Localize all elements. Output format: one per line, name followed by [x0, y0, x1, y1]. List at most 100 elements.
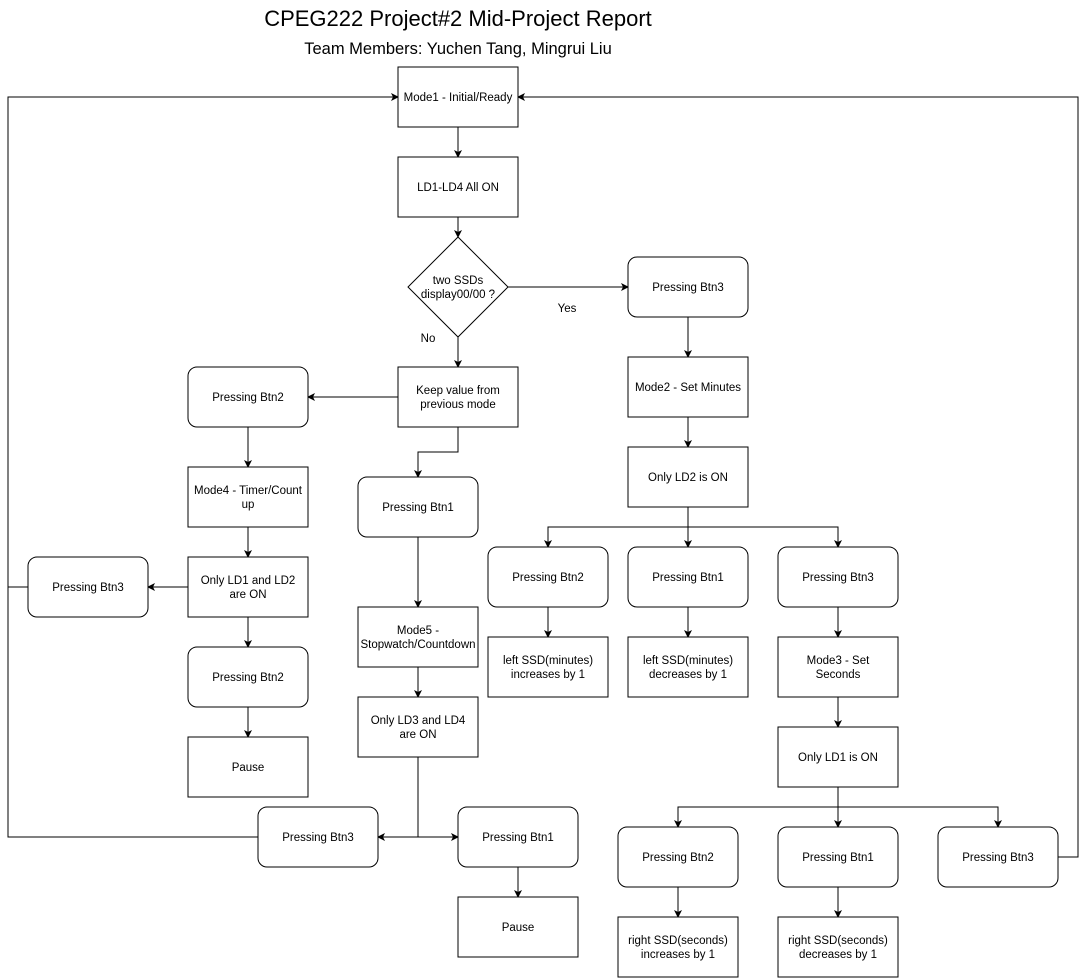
node-label: Pressing Btn3 — [282, 832, 354, 844]
node-press-btn2-e: Pressing Btn2 — [187, 646, 309, 708]
node-label: Pressing Btn2 — [642, 852, 714, 864]
node-label: Pressing Btn1 — [482, 832, 554, 844]
node-only-ld3-ld4: Only LD3 and LD4 are ON — [357, 696, 479, 758]
node-pause-a: Pause — [187, 736, 309, 798]
node-label: Pressing Btn3 — [802, 572, 874, 584]
node-shape — [407, 236, 509, 338]
node-press-btn1-f: Pressing Btn1 — [457, 806, 579, 868]
node-shape — [937, 826, 1059, 888]
node-label: Pressing Btn1 — [652, 572, 724, 584]
node-press-btn2-b: Pressing Btn2 — [487, 546, 609, 608]
node-label: Keep value from — [416, 385, 500, 397]
node-label: Pressing Btn3 — [652, 282, 724, 294]
node-shape — [187, 466, 309, 528]
node-shape — [777, 916, 899, 978]
node-label: Mode5 - — [397, 625, 439, 637]
node-shape — [777, 826, 899, 888]
node-shape — [777, 636, 899, 698]
node-label: right SSD(seconds) — [788, 935, 888, 947]
node-label: left SSD(minutes) — [503, 655, 593, 667]
node-label: Mode1 - Initial/Ready — [404, 92, 513, 104]
node-press-btn2-d: Pressing Btn2 — [187, 366, 309, 428]
node-shape — [627, 636, 749, 698]
node-mode4: Mode4 - Timer/Count up — [187, 466, 309, 528]
node-shape — [617, 826, 739, 888]
node-pause-b: Pause — [457, 896, 579, 958]
node-mode1: Mode1 - Initial/Ready — [397, 66, 519, 128]
node-shape — [397, 66, 519, 128]
node-label: Only LD1 is ON — [798, 752, 878, 764]
edge-ld1-to-btn2 — [674, 787, 839, 828]
node-shape — [617, 916, 739, 978]
node-press-btn3-e: Pressing Btn3 — [257, 806, 379, 868]
edge-label-yes: Yes — [558, 303, 577, 315]
node-shape — [27, 556, 149, 618]
node-shape — [627, 256, 749, 318]
node-label: Pressing Btn2 — [512, 572, 584, 584]
node-left-dec: left SSD(minutes)decreases by 1 — [627, 636, 749, 698]
node-label: Mode3 - Set — [807, 655, 870, 667]
node-left-inc: left SSD(minutes) increases by 1 — [487, 636, 609, 698]
node-right-dec: right SSD(seconds) decreases by 1 — [777, 916, 899, 978]
node-ld-all-on: LD1-LD4 All ON — [397, 156, 519, 218]
node-label: decreases by 1 — [799, 949, 877, 961]
node-shape — [627, 546, 749, 608]
edge-label-no: No — [421, 333, 436, 345]
node-label: increases by 1 — [511, 669, 585, 681]
node-label: Stopwatch/Countdown — [360, 639, 475, 651]
node-label: Pressing Btn3 — [962, 852, 1034, 864]
edge-ld2-to-btn2 — [544, 507, 689, 548]
node-shape — [357, 476, 479, 538]
node-shape — [457, 806, 579, 868]
node-label: right SSD(seconds) — [628, 935, 728, 947]
node-press-btn1-c: Pressing Btn1 — [777, 826, 899, 888]
edges — [7, 93, 1079, 918]
edge-ld34-to-btn3 — [377, 757, 419, 841]
node-label: Only LD2 is ON — [648, 472, 728, 484]
node-label: are ON — [229, 589, 266, 601]
node-press-btn3-a: Pressing Btn3 — [627, 256, 749, 318]
node-label: Pressing Btn2 — [212, 392, 284, 404]
node-shape — [257, 806, 379, 868]
node-label: LD1-LD4 All ON — [417, 182, 499, 194]
node-label: Pause — [232, 762, 265, 774]
node-keep-value: Keep value from previous mode — [397, 366, 519, 428]
node-shape — [187, 366, 309, 428]
node-shape — [457, 896, 579, 958]
node-only-ld2: Only LD2 is ON — [627, 446, 749, 508]
node-shape — [357, 606, 479, 668]
node-label: Pressing Btn1 — [382, 502, 454, 514]
node-label: Mode2 - Set Minutes — [635, 382, 741, 394]
node-shape — [777, 726, 899, 788]
diagram-title: CPEG222 Project#2 Mid-Project Report — [264, 6, 652, 31]
node-press-btn3-b: Pressing Btn3 — [777, 546, 899, 608]
node-label: up — [242, 499, 255, 511]
node-label: Pressing Btn3 — [52, 582, 124, 594]
node-label: are ON — [399, 729, 436, 741]
node-press-btn3-c: Pressing Btn3 — [937, 826, 1059, 888]
node-press-btn1-e: Pressing Btn1 — [357, 476, 479, 538]
node-mode2: Mode2 - Set Minutes — [627, 356, 749, 418]
node-label: two SSDs — [433, 275, 484, 287]
node-label: decreases by 1 — [649, 669, 727, 681]
node-press-btn1-b: Pressing Btn1 — [627, 546, 749, 608]
node-label: Pause — [502, 922, 535, 934]
edge-btn3-back-to-mode1-left — [7, 93, 399, 588]
node-press-btn3-d: Pressing Btn3 — [27, 556, 149, 618]
node-shape — [397, 156, 519, 218]
node-shape — [627, 356, 749, 418]
node-right-inc: right SSD(seconds)increases by 1 — [617, 916, 739, 978]
node-label: previous mode — [420, 399, 495, 411]
node-label: Only LD3 and LD4 — [371, 715, 466, 727]
node-label: display00/00 ? — [421, 289, 495, 301]
node-label: Pressing Btn1 — [802, 852, 874, 864]
node-shape — [187, 556, 309, 618]
node-label: Mode4 - Timer/Count — [194, 485, 303, 497]
node-shape — [397, 366, 519, 428]
edge-btn3-back-to-mode1 — [517, 93, 1079, 858]
node-label: Pressing Btn2 — [212, 672, 284, 684]
